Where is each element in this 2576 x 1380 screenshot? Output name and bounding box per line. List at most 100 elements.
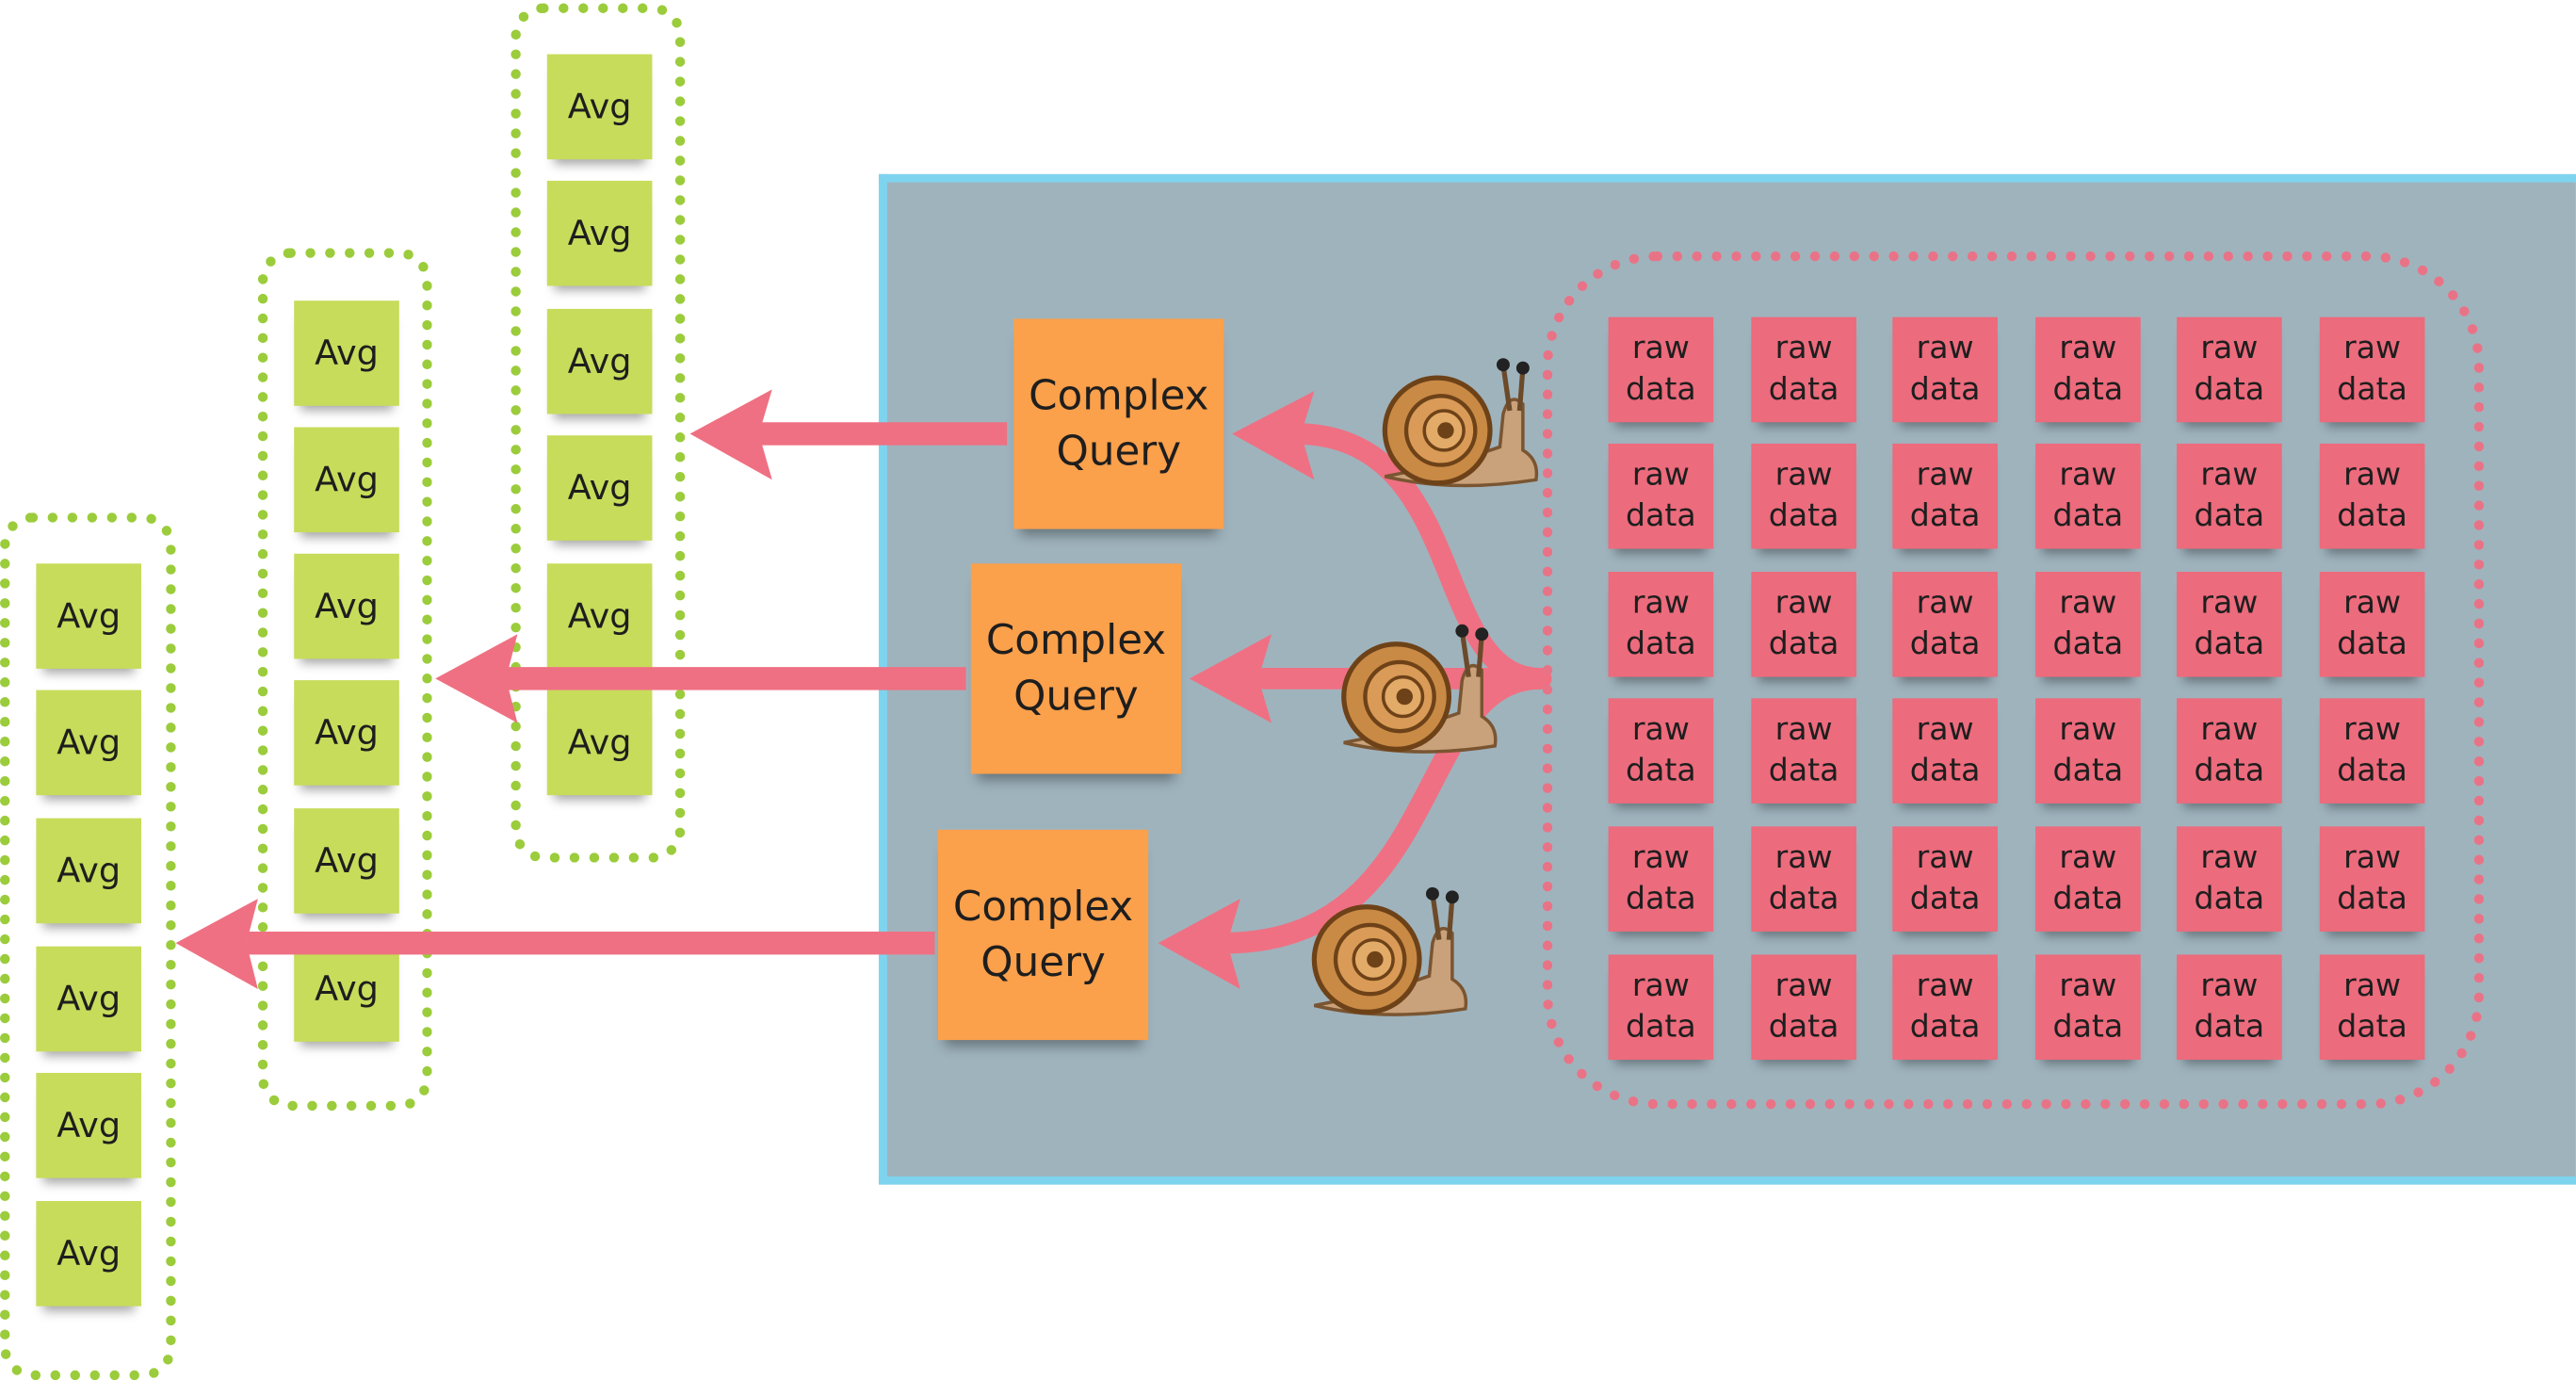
arrow-head <box>689 389 772 480</box>
raw-note-line1: raw <box>1916 839 1974 876</box>
raw-note-line1: raw <box>1774 456 1833 494</box>
avg-note: Avg <box>546 563 653 669</box>
raw-note-line1: raw <box>1631 967 1690 1004</box>
raw-data-note: raw data <box>1892 826 1998 932</box>
raw-note-line2: data <box>1768 371 1839 408</box>
complex-query-note: Complex Query <box>1013 318 1224 529</box>
raw-note-line1: raw <box>1631 330 1690 366</box>
query-label-line1: Complex <box>952 882 1134 931</box>
raw-data-note: raw data <box>2319 826 2425 932</box>
raw-note-line2: data <box>1768 880 1839 917</box>
raw-note-line1: raw <box>1774 711 1833 748</box>
raw-note-line2: data <box>2052 752 2124 789</box>
raw-note-line1: raw <box>1774 584 1833 622</box>
raw-note-line2: data <box>1909 880 1981 917</box>
input-arrow-path <box>1287 423 1552 690</box>
avg-note: Avg <box>294 553 399 659</box>
raw-note-line2: data <box>2337 880 2407 917</box>
avg-note: Avg <box>36 946 142 1052</box>
raw-note-line1: raw <box>2343 967 2402 1004</box>
raw-note-line2: data <box>2194 880 2265 917</box>
raw-note-line2: data <box>2194 497 2265 534</box>
raw-data-note: raw data <box>1751 954 1856 1061</box>
raw-note-line2: data <box>1626 752 1696 789</box>
raw-note-line1: raw <box>1916 967 1974 1004</box>
raw-note-line1: raw <box>2343 584 2402 622</box>
raw-note-line1: raw <box>1916 330 1974 366</box>
raw-data-note: raw data <box>2319 698 2425 804</box>
raw-data-note: raw data <box>2177 826 2282 932</box>
avg-note: Avg <box>546 54 653 160</box>
raw-note-line1: raw <box>1631 584 1690 622</box>
avg-note: Avg <box>546 690 653 796</box>
avg-note: Avg <box>546 308 653 414</box>
raw-note-line1: raw <box>1631 839 1690 876</box>
raw-note-line1: raw <box>2343 839 2402 876</box>
raw-data-note: raw data <box>1608 317 1714 423</box>
raw-note-line1: raw <box>2200 584 2259 622</box>
raw-note-line1: raw <box>2200 456 2259 494</box>
raw-note-line2: data <box>2194 625 2265 662</box>
raw-note-line1: raw <box>2059 967 2117 1004</box>
raw-note-line1: raw <box>2343 711 2402 748</box>
query-label-line2: Query <box>1056 427 1182 476</box>
avg-note: Avg <box>546 435 653 541</box>
raw-note-line1: raw <box>2343 330 2402 366</box>
avg-note: Avg <box>36 818 142 924</box>
raw-note-line1: raw <box>2200 839 2259 876</box>
arrow-head <box>1232 391 1315 480</box>
avg-note: Avg <box>36 1201 142 1307</box>
raw-note-line2: data <box>2337 752 2407 789</box>
raw-note-line2: data <box>2337 497 2407 534</box>
raw-note-line1: raw <box>1916 456 1974 494</box>
raw-note-line2: data <box>2052 497 2124 534</box>
avg-group-2 <box>257 248 432 1112</box>
query-label-line2: Query <box>1013 672 1139 720</box>
raw-note-line2: data <box>2194 752 2265 789</box>
raw-note-line1: raw <box>2059 330 2117 366</box>
arrow-head <box>175 899 258 990</box>
raw-note-line2: data <box>1768 1008 1839 1046</box>
raw-note-line2: data <box>2052 880 2124 917</box>
arrow-shaft <box>246 931 935 955</box>
avg-note: Avg <box>36 690 142 796</box>
snail-icon <box>1311 886 1468 1016</box>
raw-note-line2: data <box>1626 497 1696 534</box>
raw-note-line2: data <box>1909 625 1981 662</box>
raw-note-line1: raw <box>2059 456 2117 494</box>
query-label-line1: Complex <box>1029 371 1209 419</box>
avg-group-3 <box>510 3 686 863</box>
raw-note-line2: data <box>1909 371 1981 408</box>
raw-note-line2: data <box>2052 371 2124 408</box>
avg-note: Avg <box>36 1072 142 1178</box>
arrow-head <box>1189 634 1272 723</box>
raw-note-line2: data <box>1626 371 1696 408</box>
raw-data-note: raw data <box>1892 317 1998 423</box>
raw-note-line2: data <box>1768 497 1839 534</box>
avg-note: Avg <box>294 680 399 786</box>
raw-note-line1: raw <box>2200 967 2259 1004</box>
raw-note-line1: raw <box>1774 967 1833 1004</box>
raw-note-line1: raw <box>2059 839 2117 876</box>
avg-note: Avg <box>36 563 142 669</box>
raw-note-line2: data <box>1626 1008 1696 1046</box>
avg-note: Avg <box>546 180 653 286</box>
raw-note-line1: raw <box>1774 839 1833 876</box>
snail-icon <box>1341 624 1498 754</box>
avg-note: Avg <box>294 427 399 533</box>
